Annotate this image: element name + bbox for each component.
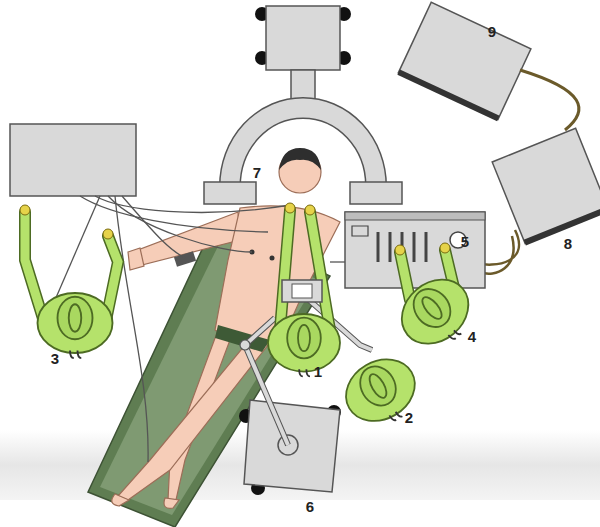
unit-box bbox=[492, 128, 600, 243]
unit-base bbox=[397, 69, 499, 121]
c-arm-base bbox=[266, 6, 340, 70]
equipment-unit bbox=[397, 2, 531, 121]
patient-hand bbox=[128, 248, 144, 270]
c-arm-end bbox=[350, 182, 402, 204]
staff-figure bbox=[38, 293, 113, 358]
monitor-unit bbox=[10, 124, 290, 462]
console-top bbox=[345, 212, 485, 220]
glove bbox=[103, 229, 113, 239]
callout-number: 4 bbox=[468, 329, 476, 344]
unit-base bbox=[524, 206, 600, 245]
c-arm-end bbox=[204, 182, 256, 204]
patient bbox=[112, 148, 340, 508]
staff-member bbox=[20, 205, 118, 358]
cable bbox=[520, 70, 579, 130]
cable bbox=[115, 196, 148, 462]
glove bbox=[20, 205, 30, 215]
stand-base bbox=[244, 400, 340, 492]
glove bbox=[305, 205, 315, 215]
arms bbox=[280, 210, 330, 330]
electrode bbox=[270, 256, 275, 261]
cable bbox=[55, 196, 100, 300]
callout-number: 3 bbox=[51, 351, 59, 366]
unit-box bbox=[10, 124, 136, 196]
cable bbox=[122, 196, 185, 258]
console-panel bbox=[352, 226, 368, 236]
microscope-lens bbox=[292, 284, 312, 298]
patient-hair bbox=[279, 148, 321, 170]
equipment-unit bbox=[492, 128, 600, 245]
staff-figure bbox=[389, 266, 484, 360]
patient-feet bbox=[112, 494, 179, 508]
microscope-head bbox=[282, 280, 322, 302]
joint bbox=[240, 340, 250, 350]
staff-member bbox=[268, 203, 340, 376]
c-arm bbox=[204, 6, 402, 204]
glove bbox=[285, 203, 295, 213]
staff-figure bbox=[268, 314, 340, 376]
callout-number: 1 bbox=[314, 364, 322, 379]
staff-member bbox=[335, 347, 429, 437]
staff-figure bbox=[335, 347, 429, 437]
callout-number: 9 bbox=[488, 24, 496, 39]
callout-number: 2 bbox=[405, 410, 413, 425]
callout-number: 8 bbox=[564, 236, 572, 251]
console-box bbox=[345, 212, 485, 288]
glove bbox=[395, 245, 405, 255]
callout-number: 6 bbox=[306, 499, 314, 514]
staff-member bbox=[389, 243, 484, 361]
cable bbox=[330, 261, 345, 262]
callout-number: 7 bbox=[253, 165, 261, 180]
glove bbox=[440, 243, 450, 253]
callout-number: 5 bbox=[461, 234, 469, 249]
